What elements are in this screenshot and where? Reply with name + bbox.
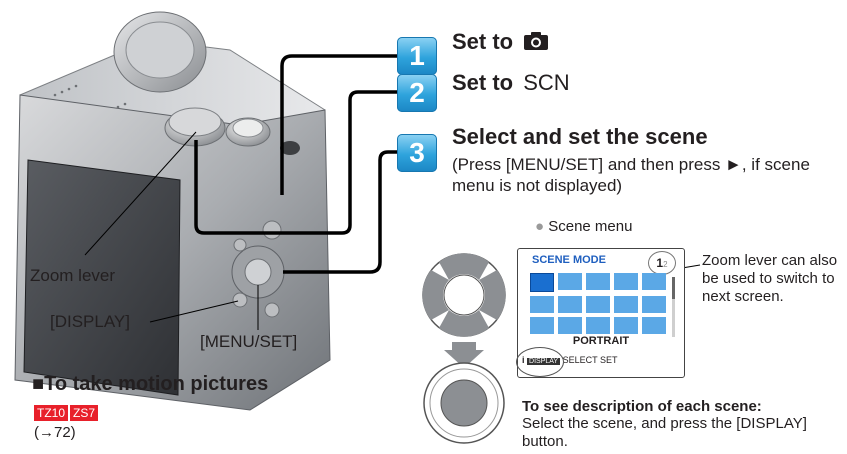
menu-set-label: [MENU/SET]: [200, 332, 298, 351]
lcd-set-label: SET: [599, 355, 618, 365]
zoom-lever-label: Zoom lever: [30, 266, 116, 285]
square-bullet-icon: ■: [32, 373, 45, 395]
scene-menu-caption: Scene menu: [548, 218, 633, 235]
scene-icon[interactable]: [614, 317, 638, 334]
scene-icon[interactable]: [558, 273, 582, 290]
cursor-button-diagram: [422, 253, 506, 444]
scene-icon[interactable]: [558, 296, 582, 313]
step-2-title: Set to: [452, 70, 514, 95]
zoom-note: Zoom lever can also be used to switch to…: [702, 252, 838, 305]
scene-icon[interactable]: [642, 273, 666, 290]
scene-icon[interactable]: [586, 273, 610, 290]
scene-icon[interactable]: [614, 273, 638, 290]
scn-mode-label: SCN: [523, 70, 570, 95]
lcd-select-label: SELECT: [562, 355, 598, 365]
model-tag: ZS7: [70, 405, 99, 421]
display-button-label: [DISPLAY]: [50, 312, 130, 331]
scene-icon[interactable]: [642, 317, 666, 334]
step-3-badge: 3: [397, 134, 437, 172]
description-text: Select the scene, and press the [DISPLAY…: [522, 415, 807, 450]
scene-menu-caption-row: ● Scene menu: [535, 218, 632, 236]
scene-icon[interactable]: [530, 317, 554, 334]
step-2-title-row: Set to SCN: [452, 70, 570, 96]
scene-icon[interactable]: [530, 273, 554, 292]
scene-icon[interactable]: [642, 296, 666, 313]
lcd-page-total: 2: [663, 260, 668, 269]
lcd-scrollbar: [672, 277, 675, 337]
scene-icon[interactable]: [586, 296, 610, 313]
scene-icon-grid: [530, 273, 668, 334]
lcd-page-indicator: 12: [648, 251, 676, 275]
step-1-title: Set to: [452, 29, 514, 54]
display-highlight-ring: [516, 347, 564, 377]
description-heading: To see description of each scene:: [522, 398, 762, 415]
step-1-title-row: Set to: [452, 29, 549, 55]
motion-heading: To take motion pictures: [44, 373, 269, 395]
motion-reference: (→72): [34, 424, 76, 441]
lcd-page: 1: [656, 256, 664, 270]
model-tag: TZ10: [34, 405, 69, 421]
scene-icon[interactable]: [586, 317, 610, 334]
step-3-note: (Press [MENU/SET] and then press ►, if s…: [452, 155, 810, 195]
scene-icon[interactable]: [530, 296, 554, 313]
lcd-selected-label: PORTRAIT: [572, 335, 630, 347]
motion-heading-row: ■To take motion pictures: [32, 373, 268, 396]
step-3-title: Select and set the scene: [452, 124, 708, 149]
scene-icon[interactable]: [558, 317, 582, 334]
scene-menu-screen: SCENE MODE 12 PORTRAIT i DISPLAY SELECT …: [516, 248, 685, 378]
step-2-badge: 2: [397, 74, 437, 112]
lcd-title: SCENE MODE: [532, 254, 606, 266]
bullet-icon: ●: [535, 218, 545, 235]
scene-icon[interactable]: [614, 296, 638, 313]
camera-mode-icon: [524, 32, 549, 50]
camera-illustration: [14, 11, 331, 411]
step-1-badge: 1: [397, 37, 437, 75]
